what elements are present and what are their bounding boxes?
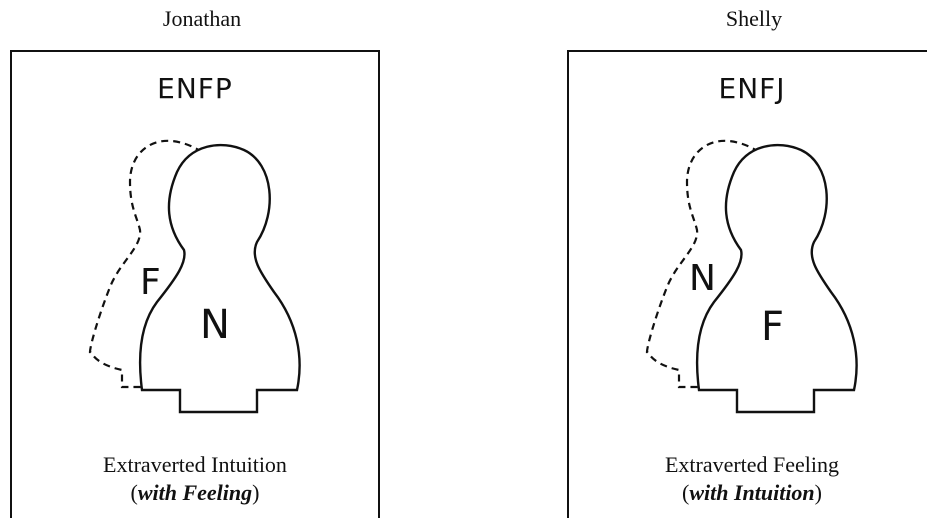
caption-line-1: Extraverted Intuition [103,452,287,477]
back-letter: F [140,262,161,303]
front-letter: N [200,302,230,348]
figure-diagram: F N [88,139,301,414]
panel-name-shelly: Shelly [725,6,783,31]
caption-line-1: Extraverted Feeling [664,452,840,477]
back-figure-outline [88,139,203,389]
back-letter: N [689,258,716,299]
caption-close-paren: ) [814,480,822,505]
caption-open-paren: ( [130,480,138,505]
front-figure-outline [696,143,858,414]
caption-close-paren: ) [252,480,260,505]
type-panel-enfp: ENFP F N Extraverted Intuition (with Fee… [10,50,380,518]
type-label: ENFP [157,72,233,105]
figure-diagram: N F [645,139,858,414]
caption-line-2: (with Intuition) [569,480,927,506]
type-label: ENFJ [718,72,786,105]
caption-open-paren: ( [681,480,690,505]
type-panel-enfj: ENFJ N F Extraverted Feeling (with Intui… [567,50,927,518]
back-figure-outline [645,139,760,389]
front-figure-outline [138,143,301,414]
caption-italic: with Feeling [137,480,253,505]
front-letter: F [761,304,784,350]
caption-italic: with Intuition [689,480,815,505]
caption-line-2: (with Feeling) [12,480,378,506]
panel-name-jonathan: Jonathan [162,6,242,31]
